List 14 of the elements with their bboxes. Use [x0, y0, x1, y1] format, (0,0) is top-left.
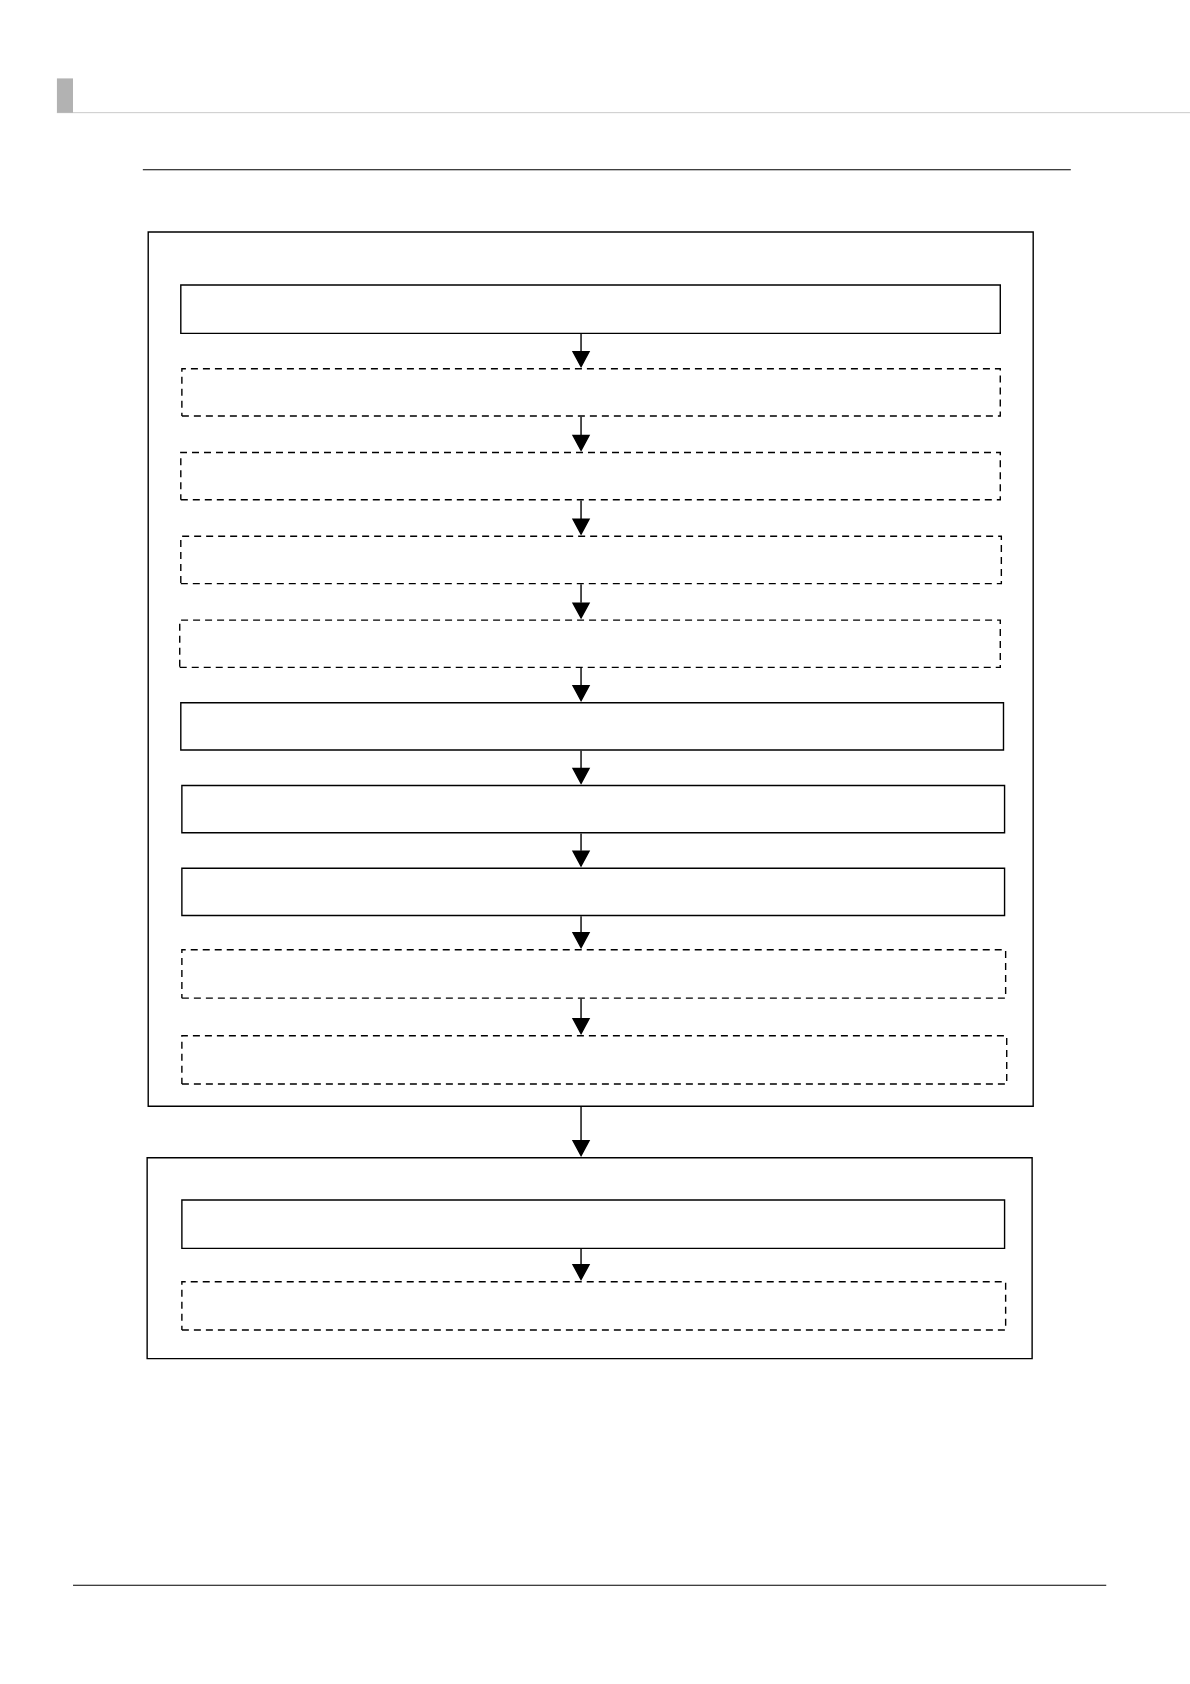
process-box	[181, 784, 1006, 834]
process-box	[180, 284, 1001, 335]
dashed-box	[179, 619, 1001, 669]
group-box	[147, 231, 1034, 1107]
process-box	[181, 1199, 1006, 1250]
dashed-box	[181, 1035, 1008, 1085]
process-box	[181, 867, 1006, 917]
dashed-box	[180, 535, 1003, 585]
dashed-box	[180, 451, 1001, 501]
dashed-box	[181, 1281, 1007, 1331]
dashed-box	[181, 949, 1007, 999]
group-box	[146, 1157, 1033, 1360]
dashed-box	[181, 368, 1001, 417]
process-box	[180, 702, 1005, 751]
